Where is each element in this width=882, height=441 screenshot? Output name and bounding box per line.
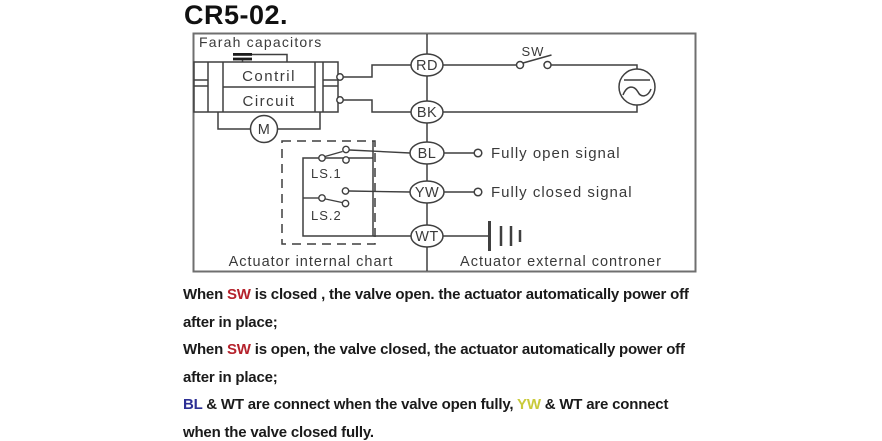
- motor-label: M: [258, 122, 271, 138]
- note-text: & WT are connect: [540, 396, 669, 413]
- note-line: BL & WT are connect when the valve open …: [183, 391, 723, 419]
- motor-symbol: [217, 112, 321, 144]
- control-box-terminals: [336, 64, 411, 113]
- power-loop: [443, 54, 656, 113]
- control-circuit-box: [193, 61, 339, 113]
- capacitors-label: Farah capacitors: [199, 34, 322, 50]
- ls2-blade: [325, 198, 343, 204]
- limit-switch-2: [303, 187, 411, 208]
- switch-blade: [522, 54, 552, 64]
- note-line: after in place;: [183, 309, 723, 337]
- note-token-yw: YW: [517, 396, 541, 413]
- note-text: When: [183, 341, 227, 358]
- limit-switch-inner-box: [302, 141, 374, 237]
- capacitor-icon: [233, 53, 288, 62]
- ls1-blade: [324, 150, 343, 158]
- note-text: after in place;: [183, 368, 278, 386]
- note-token-sw: SW: [227, 341, 251, 358]
- ls2-label: LS.2: [311, 208, 342, 223]
- ac-source-icon: [618, 68, 656, 106]
- page-title: CR5-02.: [184, 0, 289, 30]
- fully-closed-output: [444, 187, 483, 197]
- external-section-label: Actuator external controner: [460, 254, 662, 270]
- note-line: When SW is open, the valve closed, the a…: [183, 336, 723, 364]
- internal-section-label: Actuator internal chart: [229, 254, 394, 270]
- notes: When SW is closed , the valve open. the …: [183, 281, 723, 441]
- limit-switch-1: [318, 145, 411, 164]
- note-text: when the valve closed fully.: [183, 423, 374, 441]
- note-text: after in place;: [183, 313, 278, 331]
- limit-switch-dashed-box: [281, 140, 376, 245]
- ls1-label: LS.1: [311, 166, 342, 181]
- note-token-sw: SW: [227, 286, 251, 303]
- rd-label: RD: [416, 58, 438, 74]
- note-line: after in place;: [183, 364, 723, 392]
- note-text: is closed , the valve open. the actuator…: [250, 286, 689, 303]
- note-line: when the valve closed fully.: [183, 419, 723, 441]
- battery-bars-icon: [443, 221, 522, 251]
- control-box-line1: Contril: [242, 68, 296, 85]
- wt-label: WT: [415, 229, 439, 245]
- note-text: & WT are connect when the valve open ful…: [202, 396, 518, 413]
- fully-open-output: [444, 148, 483, 158]
- control-box-line2: Circuit: [242, 93, 295, 110]
- yw-label: YW: [415, 185, 439, 201]
- note-line: When SW is closed , the valve open. the …: [183, 281, 723, 309]
- bl-label: BL: [418, 146, 437, 162]
- note-text: is open, the valve closed, the actuator …: [250, 341, 685, 358]
- note-text: When: [183, 286, 227, 303]
- note-token-bl: BL: [183, 396, 203, 413]
- switch-label: SW: [522, 44, 545, 59]
- fully-open-label: Fully open signal: [491, 145, 621, 162]
- diagram-frame: [192, 32, 697, 273]
- fully-closed-label: Fully closed signal: [491, 184, 633, 201]
- bk-label: BK: [417, 105, 437, 121]
